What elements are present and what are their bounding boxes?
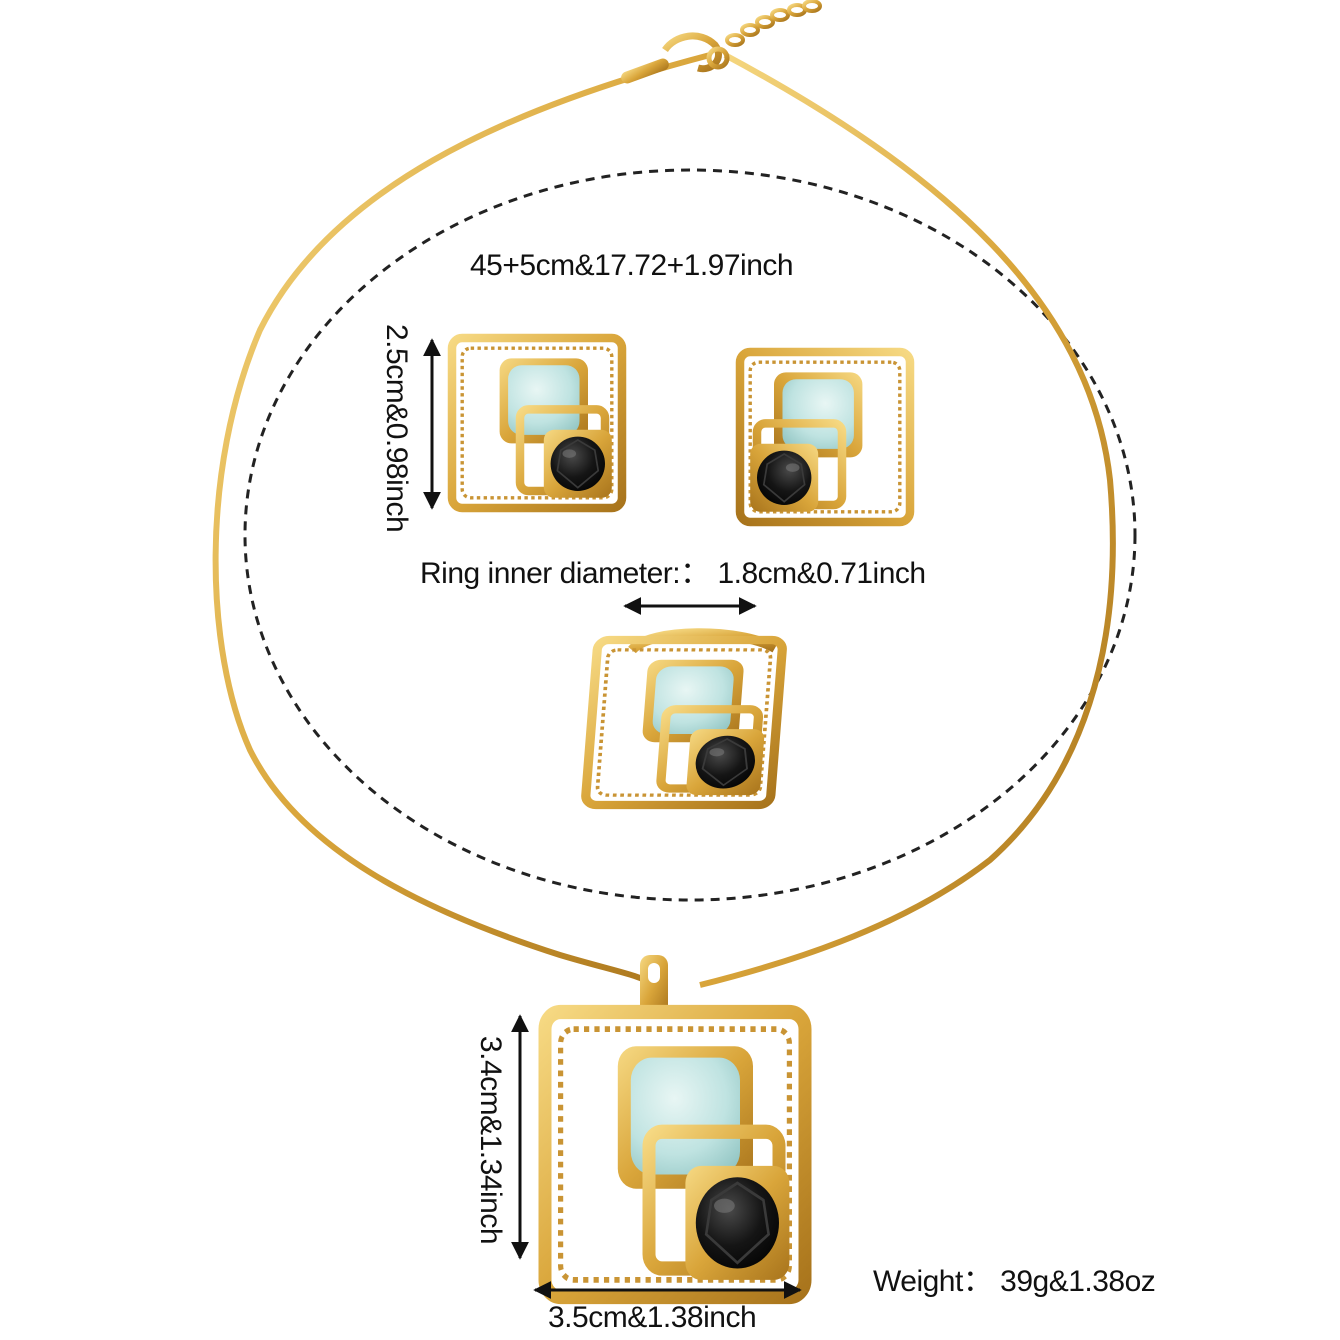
earring-left [452,338,622,508]
earring-size-label: 2.5cm&0.98inch [380,324,413,533]
necklace-length-label: 45+5cm&17.72+1.97inch [470,249,794,282]
pendant-width-label: 3.5cm&1.38inch [548,1301,757,1334]
earring-right [740,352,910,522]
dashed-circle-outline [243,168,1137,902]
ring [585,628,783,805]
pendant-height-label: 3.4cm&1.34inch [474,1035,507,1245]
weight-label: Weight： 39g&1.38oz [873,1265,1156,1298]
necklace-chain [699,52,1116,988]
necklace-chain [212,52,711,988]
ring-diameter-label: Ring inner diameter:： 1.8cm&0.71inch [420,557,926,590]
necklace-clasp [621,32,730,84]
chain-extender [725,0,822,47]
pendant [545,1012,805,1297]
pendant-bail [640,955,668,1015]
